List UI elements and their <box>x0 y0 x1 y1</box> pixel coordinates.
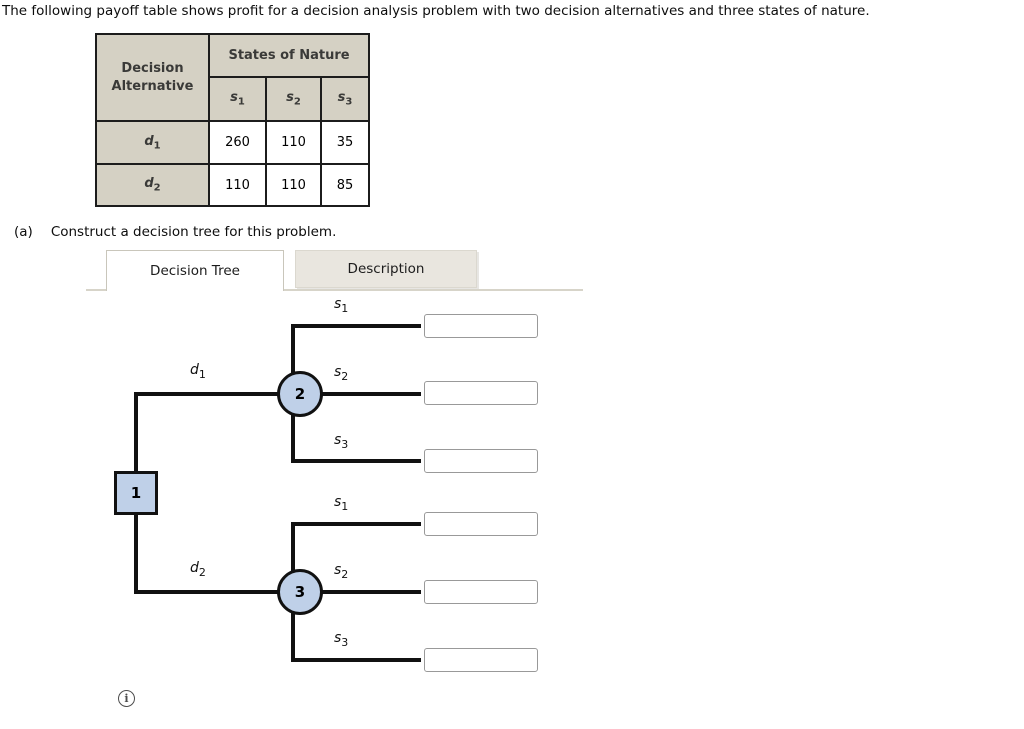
branch-subscript: 1 <box>198 367 206 381</box>
branch-label-s2-upper: s2 <box>334 364 348 383</box>
payoff-input-d2-s3[interactable] <box>424 648 538 672</box>
chance-node-2: 2 <box>277 371 323 417</box>
table-row: d1 260 110 35 <box>95 120 371 165</box>
state-symbol: s <box>230 90 238 106</box>
payoff-input-d2-s1[interactable] <box>424 512 538 536</box>
branch-line-s3-upper-horizontal <box>291 459 421 463</box>
branch-line-s3-upper-vertical <box>291 412 295 463</box>
branch-symbol: s <box>334 432 342 448</box>
page-title: The following payoff table shows profit … <box>2 3 870 19</box>
table-states-header: States of Nature <box>207 33 371 78</box>
payoff-input-d2-s2[interactable] <box>424 580 538 604</box>
branch-line-s1-lower-horizontal <box>291 522 421 526</box>
payoff-cell: 35 <box>319 120 371 165</box>
state-symbol: s <box>337 90 346 106</box>
branch-subscript: 3 <box>341 635 349 649</box>
payoff-cell: 110 <box>208 163 267 207</box>
decision-subscript: 2 <box>153 182 161 194</box>
branch-subscript: 1 <box>341 301 349 315</box>
branch-line-s2-upper-horizontal <box>318 392 421 396</box>
question-text: Construct a decision tree for this probl… <box>50 224 337 240</box>
branch-line-d1-vertical <box>134 392 138 473</box>
table-col-header-s2: s2 <box>265 76 322 122</box>
branch-subscript: 2 <box>198 565 206 579</box>
table-col-header-s3: s3 <box>319 76 371 122</box>
branch-symbol: s <box>334 494 342 510</box>
branch-label-s1-lower: s1 <box>334 494 348 513</box>
state-subscript: 2 <box>293 96 301 108</box>
payoff-input-d1-s3[interactable] <box>424 449 538 473</box>
branch-symbol: s <box>334 630 342 646</box>
decision-symbol: d <box>144 133 154 149</box>
branch-label-s1-upper: s1 <box>334 296 348 315</box>
branch-subscript: 3 <box>341 437 349 451</box>
payoff-cell: 110 <box>265 163 322 207</box>
branch-label-s3-upper: s3 <box>334 432 348 451</box>
table-row-header-d1: d1 <box>95 120 210 165</box>
branch-line-d1-horizontal <box>134 392 280 396</box>
branch-label-d1: d1 <box>190 362 206 381</box>
branch-symbol: d <box>190 362 199 378</box>
branch-label-s2-lower: s2 <box>334 562 348 581</box>
question-line: (a) Construct a decision tree for this pr… <box>14 224 336 240</box>
branch-symbol: d <box>190 560 199 576</box>
branch-subscript: 2 <box>341 369 349 383</box>
branch-subscript: 1 <box>341 499 349 513</box>
branch-line-s1-lower-vertical <box>291 522 295 574</box>
branch-line-s3-lower-horizontal <box>291 658 421 662</box>
table-row-header-d2: d2 <box>95 163 210 207</box>
table-col-header-s1: s1 <box>208 76 267 122</box>
payoff-cell: 85 <box>319 163 371 207</box>
branch-symbol: s <box>334 562 342 578</box>
branch-line-s3-lower-vertical <box>291 610 295 662</box>
state-subscript: 1 <box>237 96 245 108</box>
tab-description[interactable]: Description <box>295 250 477 288</box>
state-symbol: s <box>286 90 294 106</box>
payoff-input-d1-s2[interactable] <box>424 381 538 405</box>
tab-decision-tree[interactable]: Decision Tree <box>106 250 284 291</box>
state-subscript: 3 <box>345 96 353 108</box>
payoff-input-d1-s1[interactable] <box>424 314 538 338</box>
branch-label-d2: d2 <box>190 560 206 579</box>
branch-line-s2-lower-horizontal <box>318 590 421 594</box>
payoff-table: Decision Alternative States of Nature s1… <box>95 33 371 207</box>
branch-line-s1-upper-vertical <box>291 324 295 376</box>
branch-label-s3-lower: s3 <box>334 630 348 649</box>
branch-line-s1-upper-horizontal <box>291 324 421 328</box>
info-icon[interactable]: i <box>118 690 135 707</box>
decision-subscript: 1 <box>153 140 161 152</box>
tab-baseline <box>86 289 583 291</box>
branch-subscript: 2 <box>341 567 349 581</box>
question-part-label: (a) <box>14 224 33 240</box>
table-corner-header: Decision Alternative <box>95 33 210 122</box>
branch-symbol: s <box>334 364 342 380</box>
payoff-cell: 110 <box>265 120 322 165</box>
decision-symbol: d <box>144 176 154 192</box>
chance-node-3: 3 <box>277 569 323 615</box>
payoff-cell: 260 <box>208 120 267 165</box>
branch-line-d2-horizontal <box>134 590 280 594</box>
decision-node-1: 1 <box>114 471 158 515</box>
branch-line-d2-vertical <box>134 513 138 594</box>
table-row: d2 110 110 85 <box>95 163 371 207</box>
branch-symbol: s <box>334 296 342 312</box>
